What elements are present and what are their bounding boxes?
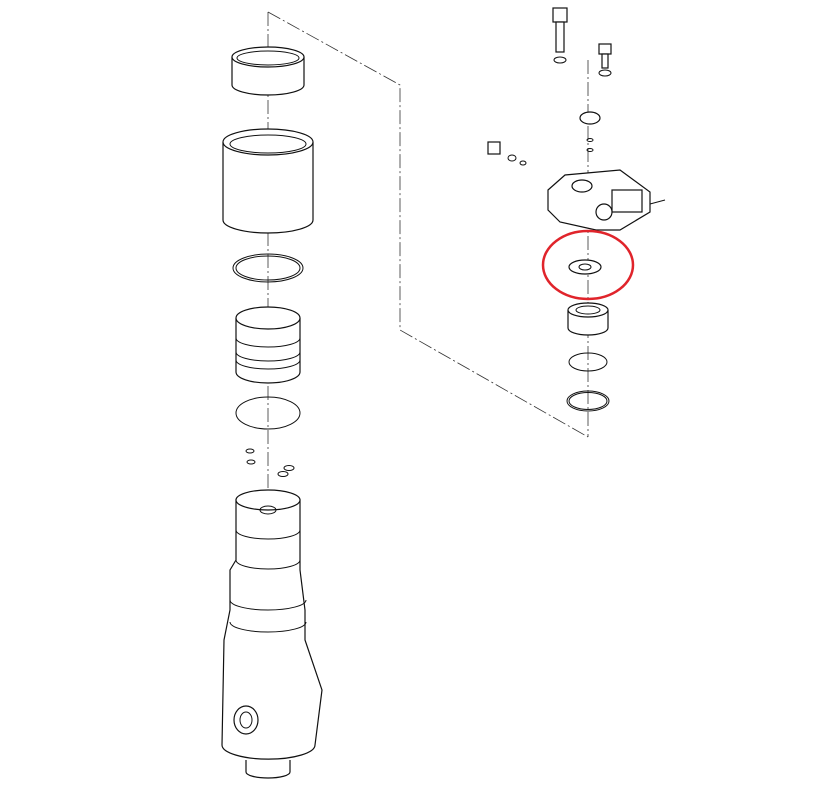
check-valve-cartridge [567, 302, 609, 336]
valve-seat-washer [568, 259, 602, 275]
cylinder-sleeve [222, 128, 314, 234]
o-ring-large-1 [232, 253, 304, 283]
side-fitting [487, 141, 527, 166]
o-ring-large-2 [235, 396, 301, 430]
valve-housing [547, 169, 666, 231]
small-o-rings [245, 448, 295, 477]
piston [235, 306, 301, 384]
socket-head-bolt [552, 7, 568, 64]
wear-ring [231, 46, 305, 96]
highlight-circle [541, 229, 635, 301]
valve-body [221, 489, 323, 779]
assembly-centerlines [267, 11, 589, 490]
hex-bolt [598, 43, 612, 77]
o-rings-small [566, 352, 610, 412]
plug-cap [579, 111, 601, 152]
